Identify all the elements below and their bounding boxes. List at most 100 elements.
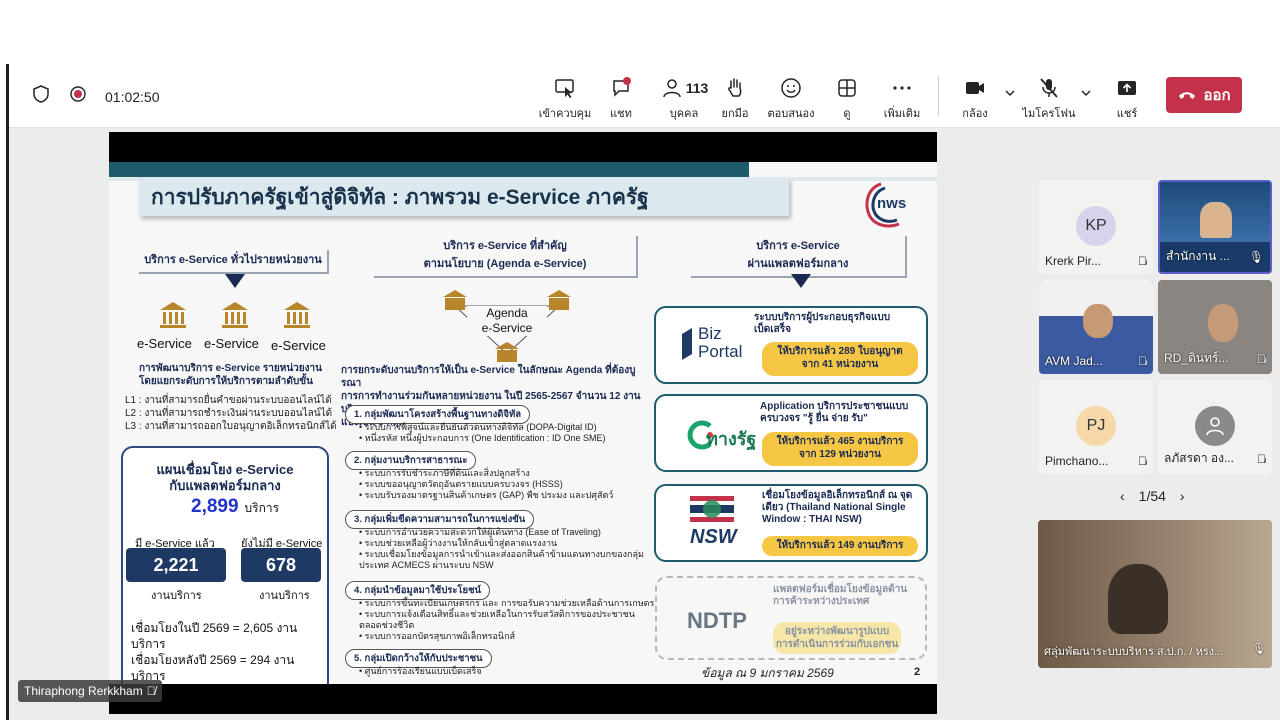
group-4-items: • ระบบการขึ้นทะเบียนเกษตรกร และ การขอรับ… (359, 598, 654, 642)
chat-label: แชท (610, 108, 632, 120)
level-l1: L1 : งานที่สามารถยื่นคำขอผ่านระบบออนไลน์… (125, 395, 332, 406)
self-view-label: Thiraphong Rerkkham 🎙̸ (18, 680, 162, 702)
linkage-plan-card: แผนเชื่อมโยง e-Service กับแพลตฟอร์มกลาง … (121, 446, 329, 684)
view-button[interactable]: ดู (819, 70, 875, 124)
government-building-icon (284, 302, 310, 328)
view-label: ดู (843, 108, 851, 120)
government-building-icon (160, 302, 186, 328)
tangrat-platform: ทางรัฐ Application บริการประชาชนแบบ ครบว… (654, 394, 928, 472)
tangrat-logo-icon (687, 420, 713, 450)
shield-icon[interactable] (31, 84, 51, 109)
ndtp-title-line1: แพลตฟอร์มเชื่อมโยงข้อมูลด้าน (773, 584, 908, 595)
group-5-items: • ศูนย์การร้องเรียนแบบเบ็ดเสร็จ (359, 666, 482, 677)
group-2-item: • ระบบขออนุญาตวัตถุอันตรายแบบครบวงจร (HS… (359, 479, 563, 489)
tangrat-stat-pill: ให้บริการแล้ว 465 งานบริการ จาก 129 หน่ว… (762, 432, 918, 466)
more-icon (893, 86, 911, 90)
more-button[interactable]: เพิ่มเติม (874, 70, 930, 124)
card-total-unit: บริการ (244, 501, 280, 515)
card-link-2569: เชื่อมโยงในปี 2569 = 2,605 งานบริการ (131, 621, 298, 651)
ndtp-title: แพลตฟอร์มเชื่อมโยงข้อมูลด้าน การค้าระหว่… (773, 584, 907, 608)
meeting-timer: 01:02:50 (105, 88, 160, 105)
people-button[interactable]: 113 บุคคล (649, 70, 719, 124)
participant-tile[interactable]: KP Krerk Pir... 🎙̸ (1039, 180, 1153, 274)
take-control-icon (555, 79, 574, 98)
shared-screen: การปรับภาครัฐเข้าสู่ดิจิทัล : ภาพรวม e-S… (109, 132, 937, 714)
participant-name: Krerk Pir... (1045, 254, 1102, 268)
ndtp-status-pill: อยู่ระหว่างพัฒนารูปแบบ การดำเนินการร่วมก… (773, 622, 901, 654)
bizportal-title-line1: ระบบบริการผู้ประกอบธุรกิจแบบ (754, 312, 891, 323)
participant-tile[interactable]: AVM Jad... 🎙̸ (1039, 280, 1153, 374)
view-icon (838, 79, 856, 97)
group-5-item: • ศูนย์การร้องเรียนแบบเบ็ดเสร็จ (359, 666, 482, 676)
eservice-label-3: e-Service (271, 338, 326, 353)
participant-tile[interactable]: RD_ดินทร์... 🎙̸ (1158, 280, 1272, 374)
card-title-line2: กับแพลตฟอร์มกลาง (169, 478, 281, 493)
col2-head-line2: ตามนโยบาย (Agenda e-Service) (423, 258, 587, 270)
video-person (1200, 202, 1232, 238)
person-icon (1206, 417, 1224, 436)
participant-count: 113 (685, 80, 709, 96)
share-button[interactable]: แชร์ (1099, 70, 1155, 124)
presentation-slide: การปรับภาครัฐเข้าสู่ดิจิทัล : ภาพรวม e-S… (109, 162, 937, 684)
recording-icon (69, 85, 87, 108)
mic-on-icon: 🎙 (1252, 643, 1266, 655)
bizportal-title: ระบบบริการผู้ประกอบธุรกิจแบบ เบ็ดเสร็จ (754, 312, 890, 336)
tangrat-stat-line2: จาก 129 หน่วยงาน (798, 449, 881, 460)
bizportal-stat-pill: ให้บริการแล้ว 289 ใบอนุญาต จาก 41 หน่วยง… (762, 342, 918, 376)
card-total-value: 2,899 (191, 496, 239, 517)
hang-up-icon (1179, 92, 1196, 99)
slide-title: การปรับภาครัฐเข้าสู่ดิจิทัล : ภาพรวม e-S… (151, 185, 649, 209)
group-4-item: • ระบบการแจ้งเตือนสิทธิ์และช่วยเหลือในกา… (359, 609, 635, 619)
agenda-label: Agenda e-Service (467, 306, 547, 336)
raise-hand-button[interactable]: ยกมือ (707, 70, 763, 124)
nsw-title: เชื่อมโยงข้อมูลอิเล็กทรอนิกส์ ณ จุด เดีย… (762, 490, 912, 526)
card-link-after: เชื่อมโยงหลังปี 2569 = 294 งานบริการ (131, 653, 295, 683)
participant-name: Pimchano... (1045, 454, 1109, 468)
card-has-label: มี e-Service แล้ว (135, 538, 215, 550)
mic-muted-icon: 🎙̸ (1257, 351, 1266, 366)
mic-button[interactable]: ไมโครโฟน (1021, 70, 1077, 124)
group-4-item: • ระบบการออกบัตรสุขภาพอิเล็กทรอนิกส์ (359, 631, 516, 641)
participant-name: RD_ดินทร์... (1164, 351, 1229, 365)
pinned-video-tile[interactable]: ศลุ่มพัฒนาระบบบริหาร ส.ป.ก. / หรง... 🎙 (1038, 520, 1272, 668)
tangrat-stat-line1: ให้บริการแล้ว 465 งานบริการ (776, 436, 904, 447)
col1-desc-line2: โดยแยกระดับการให้บริการตามลำดับขั้น (139, 376, 313, 387)
participant-name-row: Pimchano... 🎙̸ (1045, 454, 1147, 468)
mic-muted-icon: 🎙̸ (1138, 354, 1147, 368)
group-1-items: • ระบบการพิสูจน์และยืนยันตัวตนทางดิจิทัล… (359, 422, 606, 444)
mic-muted-icon: 🎙̸ (1138, 454, 1147, 468)
participant-tile[interactable]: ลภัสรดา อง... 🎙̸ (1158, 380, 1272, 474)
raise-hand-icon (728, 78, 742, 97)
video-person (1108, 564, 1168, 634)
participant-name: ลภัสรดา อง... (1164, 451, 1234, 465)
col2-desc-line1: การยกระดับงานบริการให้เป็น e-Service ในล… (341, 365, 636, 389)
group-2-item: • ระบบการรับชำระภาษีที่ดินและสิ่งปลูกสร้… (359, 468, 530, 478)
eservice-label-2: e-Service (204, 336, 259, 351)
group-4-item: • ระบบการขึ้นทะเบียนเกษตรกร และ การขอรับ… (359, 598, 655, 608)
participant-name: ศลุ่มพัฒนาระบบบริหาร ส.ป.ก. / หรง... (1044, 646, 1224, 658)
bizportal-brand-line2: Portal (698, 342, 743, 361)
previous-page-chevron-icon[interactable]: ‹ (1120, 488, 1125, 504)
ndtp-brand: NDTP (687, 608, 747, 633)
people-icon (662, 79, 681, 98)
nsw-platform: NSW เชื่อมโยงข้อมูลอิเล็กทรอนิกส์ ณ จุด … (654, 484, 928, 562)
participant-name-row: สำนักงาน ... 🎙 (1166, 247, 1264, 266)
react-icon (781, 78, 801, 98)
participant-tile-speaking[interactable]: สำนักงาน ... 🎙 (1158, 180, 1272, 274)
card-has-value: 2,221 (126, 548, 226, 582)
react-button[interactable]: ตอบสนอง (763, 70, 819, 124)
nsw-stat-pill: ให้บริการแล้ว 149 งานบริการ (762, 536, 918, 556)
participant-tile[interactable]: PJ Pimchano... 🎙̸ (1039, 380, 1153, 474)
next-page-chevron-icon[interactable]: › (1179, 488, 1185, 504)
camera-button[interactable]: กล้อง (947, 70, 1003, 124)
group-4-item: ตลอดช่วงชีวิต (359, 620, 415, 630)
chat-button[interactable]: แชท (593, 70, 649, 124)
take-control-button[interactable]: เข้าควบคุม (537, 70, 593, 124)
raise-hand-label: ยกมือ (721, 108, 749, 120)
col1-desc: การพัฒนาบริการ e-Service รายหน่วยงาน โดย… (139, 362, 322, 388)
camera-options-chevron-icon[interactable] (1003, 86, 1017, 100)
mic-label: ไมโครโฟน (1022, 108, 1076, 120)
leave-button[interactable]: ออก (1166, 77, 1242, 113)
mic-options-chevron-icon[interactable] (1079, 86, 1093, 100)
